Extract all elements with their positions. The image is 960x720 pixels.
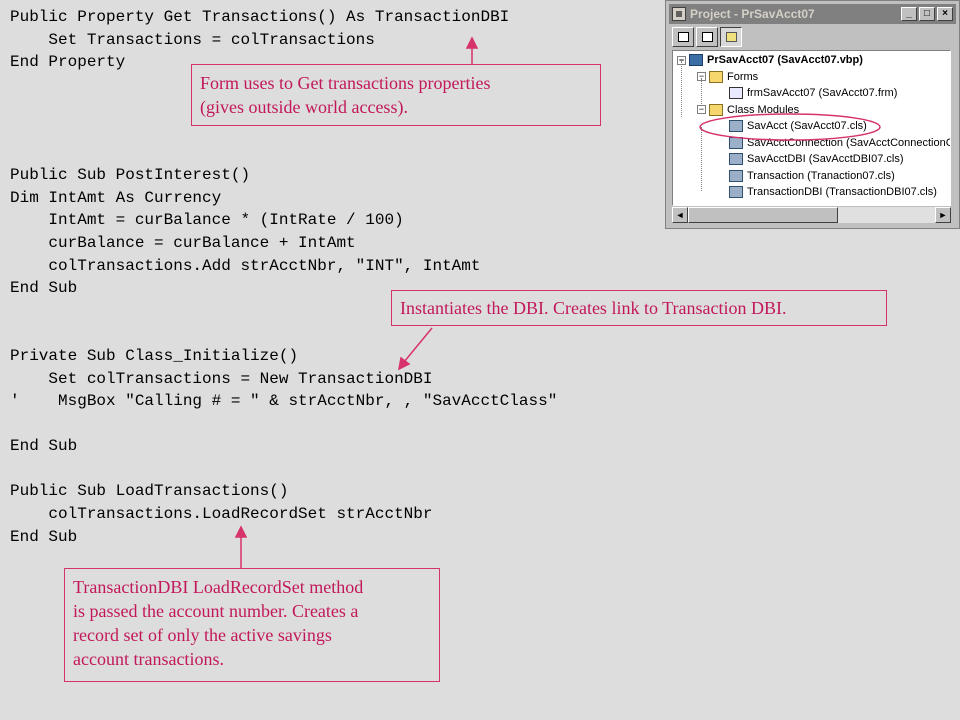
- code-line: [10, 413, 557, 436]
- code-line: Set colTransactions = New TransactionDBI: [10, 369, 433, 388]
- code-line: Dim IntAmt As Currency: [10, 188, 222, 207]
- view-code-icon: [678, 32, 689, 42]
- tree-connector: [681, 61, 682, 117]
- code-line: End Property: [10, 53, 126, 72]
- code-line: End Sub: [10, 279, 78, 298]
- code-line: Public Sub LoadTransactions(): [10, 482, 289, 501]
- callout-line: record set of only the active savings: [73, 625, 332, 645]
- tree-item[interactable]: −Class Modules: [697, 102, 799, 118]
- tree-item[interactable]: frmSavAcct07 (SavAcct07.frm): [717, 85, 897, 101]
- view-object-icon: [702, 32, 713, 42]
- code-line: [10, 142, 557, 165]
- view-code-button[interactable]: [672, 27, 694, 47]
- code-line: IntAmt = curBalance * (IntRate / 100): [10, 211, 404, 230]
- code-line: End Sub: [10, 527, 78, 546]
- tree-item-label: TransactionDBI (TransactionDBI07.cls): [747, 186, 937, 198]
- tree-connector: [701, 78, 702, 106]
- view-object-button[interactable]: [696, 27, 718, 47]
- project-tree[interactable]: −PrSavAcct07 (SavAcct07.vbp)−Forms frmSav…: [672, 50, 951, 206]
- tree-item-label: frmSavAcct07 (SavAcct07.frm): [747, 87, 898, 99]
- project-window-title: Project - PrSavAcct07: [690, 7, 815, 21]
- tree-item[interactable]: SavAcctDBI (SavAcctDBI07.cls): [717, 151, 904, 167]
- class-icon: [729, 169, 743, 182]
- toggle-folders-button[interactable]: [720, 27, 742, 47]
- code-line: [10, 458, 557, 481]
- tree-item[interactable]: TransactionDBI (TransactionDBI07.cls): [717, 184, 937, 200]
- tree-item-label: Class Modules: [727, 103, 800, 116]
- tree-item[interactable]: −PrSavAcct07 (SavAcct07.vbp): [677, 52, 863, 68]
- callout-line: TransactionDBI LoadRecordSet method: [73, 577, 364, 597]
- scroll-right-button[interactable]: ►: [935, 207, 951, 223]
- tree-item[interactable]: SavAcct (SavAcct07.cls): [717, 118, 867, 134]
- tree-item-label: SavAcct (SavAcct07.cls): [747, 120, 867, 132]
- project-icon: [689, 54, 703, 66]
- callout-get-transactions: Form uses to Get transactions properties…: [191, 64, 601, 126]
- code-line: curBalance = curBalance + IntAmt: [10, 233, 356, 252]
- class-icon: [729, 186, 743, 198]
- project-window-icon: [672, 7, 686, 21]
- tree-horizontal-scrollbar[interactable]: ◄ ►: [672, 207, 951, 223]
- tree-item[interactable]: Transaction (Tranaction07.cls): [717, 168, 895, 184]
- code-line: Public Property Get Transactions() As Tr…: [10, 8, 510, 26]
- folder-icon: [709, 70, 723, 83]
- code-line: Public Sub PostInterest(): [10, 166, 251, 185]
- tree-item-label: SavAcctDBI (SavAcctDBI07.cls): [747, 153, 904, 165]
- callout-line: account transactions.: [73, 649, 224, 669]
- scroll-left-button[interactable]: ◄: [672, 207, 688, 223]
- code-line: colTransactions.LoadRecordSet strAcctNbr: [10, 505, 433, 524]
- code-line: Private Sub Class_Initialize(): [10, 346, 299, 365]
- callout-load-recordset: TransactionDBI LoadRecordSet method is p…: [64, 568, 440, 682]
- code-line: colTransactions.Add strAcctNbr, "INT", I…: [10, 256, 481, 275]
- project-explorer-window[interactable]: Project - PrSavAcct07 _ □ × −PrSavAcct07…: [665, 0, 960, 229]
- class-icon: [729, 120, 743, 132]
- form-icon: [729, 87, 743, 99]
- callout-line: Instantiates the DBI. Creates link to Tr…: [400, 298, 787, 318]
- code-line: End Sub: [10, 437, 78, 456]
- callout-line: (gives outside world access).: [200, 97, 408, 117]
- code-line: Set Transactions = colTransactions: [10, 30, 375, 49]
- highlight-ellipse: [699, 113, 881, 141]
- tree-item-label: Forms: [727, 70, 759, 83]
- callout-instantiates: Instantiates the DBI. Creates link to Tr…: [391, 290, 887, 326]
- tree-connector: [701, 127, 702, 191]
- folder-icon: [709, 103, 723, 116]
- code-line: ' MsgBox "Calling # = " & strAcctNbr, , …: [10, 392, 558, 411]
- code-listing: Public Property Get Transactions() As Tr…: [10, 6, 557, 548]
- tree-item-label: Transaction (Tranaction07.cls): [747, 169, 895, 182]
- class-icon: [729, 153, 743, 165]
- scroll-thumb[interactable]: [688, 207, 838, 223]
- close-button[interactable]: ×: [937, 7, 953, 21]
- project-titlebar[interactable]: Project - PrSavAcct07 _ □ ×: [669, 4, 956, 24]
- tree-item[interactable]: −Forms: [697, 69, 758, 85]
- project-toolbar: [672, 27, 742, 47]
- folder-icon: [726, 32, 737, 42]
- callout-line: Form uses to Get transactions properties: [200, 73, 491, 93]
- minimize-button[interactable]: _: [901, 7, 917, 21]
- maximize-button[interactable]: □: [919, 7, 935, 21]
- tree-item-label: PrSavAcct07 (SavAcct07.vbp): [707, 54, 863, 66]
- callout-line: is passed the account number. Creates a: [73, 601, 359, 621]
